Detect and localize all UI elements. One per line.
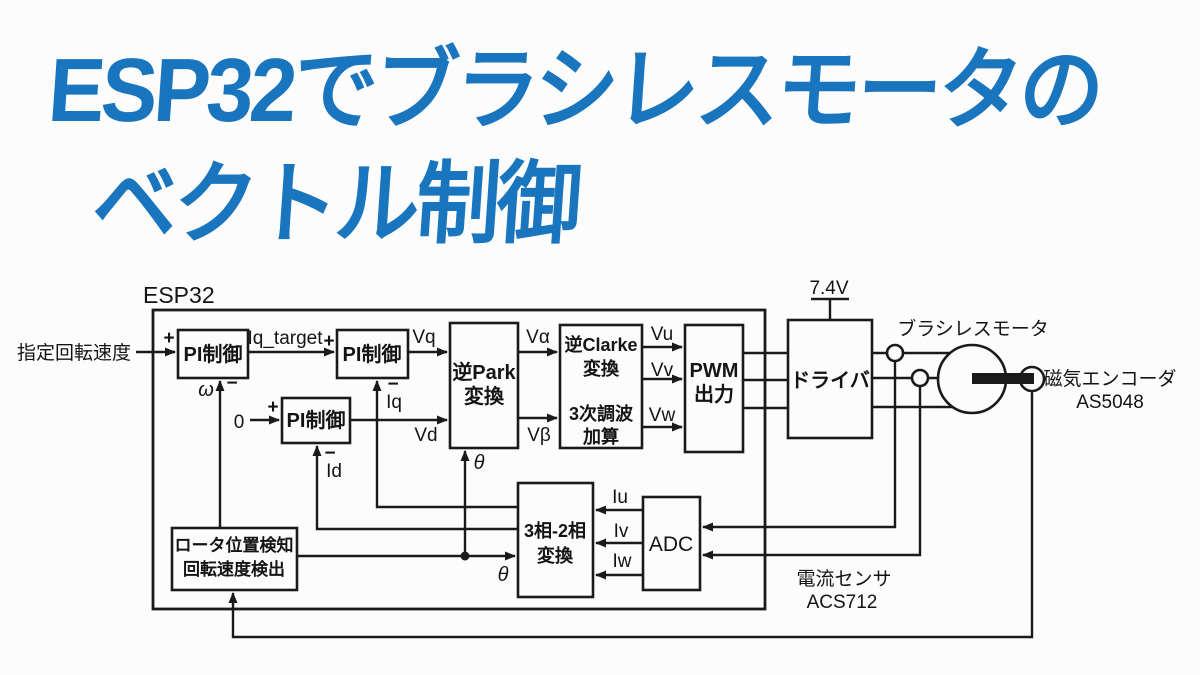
iv-label: Iv bbox=[614, 521, 629, 542]
magnetic-encoder-label: 磁気エンコーダ bbox=[1043, 368, 1176, 390]
vq-label: Vq bbox=[412, 327, 435, 348]
current-sensor-label: 電流センサ bbox=[796, 568, 891, 590]
vv-label: Vv bbox=[651, 360, 674, 381]
wire-iq-feedback bbox=[372, 380, 518, 509]
vw-label: Vw bbox=[649, 405, 676, 426]
adc-rect bbox=[641, 495, 702, 592]
pi-speed-rect bbox=[176, 328, 250, 380]
annotations: 7.4V ブラシレスモータ 磁気エンコーダ AS5048 電流センサ ACS71… bbox=[796, 278, 1176, 613]
block-three-to-two-phase: 3相-2相 変換 bbox=[516, 481, 595, 599]
inverse-park-label-2: 変換 bbox=[464, 384, 505, 408]
block-inverse-park: 逆Park 変換 bbox=[448, 321, 520, 450]
driver-label: ドライバ bbox=[790, 369, 870, 392]
plus-sign-id: + bbox=[267, 397, 278, 418]
iw-label: Iw bbox=[613, 551, 632, 572]
driver-rect bbox=[786, 318, 874, 440]
theta-label-transform: θ bbox=[498, 564, 509, 586]
inverse-clarke-label-1: 逆Clarke bbox=[564, 334, 637, 355]
inverse-park-rect bbox=[448, 321, 520, 450]
theta-label-park: θ bbox=[474, 452, 485, 474]
wire-id-feedback bbox=[312, 445, 518, 531]
three-to-two-phase-rect bbox=[516, 481, 595, 599]
inverse-clarke-rect bbox=[558, 323, 644, 450]
three-to-two-phase-label-1: 3相-2相 bbox=[524, 521, 586, 541]
theta-junction-dot bbox=[460, 551, 470, 561]
rotor-position-label-2: 回転速度検出 bbox=[183, 559, 285, 579]
block-adc: ADC bbox=[641, 495, 702, 592]
valpha-label: Vα bbox=[526, 327, 550, 348]
minus-sign-iq-fb: − bbox=[387, 374, 398, 395]
vu-label: Vu bbox=[651, 324, 674, 345]
zero-label: 0 bbox=[234, 412, 245, 433]
block-pi-speed: PI制御 bbox=[176, 328, 250, 380]
current-sensor-part-number-label: ACS712 bbox=[807, 592, 878, 613]
pi-id-rect bbox=[280, 396, 352, 445]
motor-shaft bbox=[972, 373, 1034, 384]
pwm-output-label-2: 出力 bbox=[694, 383, 734, 406]
block-pi-iq: PI制御 bbox=[335, 328, 410, 380]
esp32-boundary: ESP32 bbox=[143, 282, 767, 611]
plus-sign-speed: + bbox=[163, 328, 174, 349]
iu-label: Iu bbox=[612, 487, 628, 508]
inverse-clarke-label-4: 加算 bbox=[582, 426, 619, 447]
rotor-position-label-1: ロータ位置検知 bbox=[175, 535, 294, 555]
minus-sign-speed: − bbox=[226, 373, 237, 394]
pwm-output-label-1: PWM bbox=[690, 360, 739, 382]
adc-label: ADC bbox=[649, 533, 693, 556]
block-pwm-output: PWM 出力 bbox=[683, 323, 745, 454]
esp32-label: ESP32 bbox=[143, 282, 215, 308]
iq-feedback-label: Iq bbox=[386, 392, 402, 413]
vd-label: Vd bbox=[414, 425, 437, 446]
block-inverse-clarke: 逆Clarke 変換 3次調波 加算 bbox=[558, 323, 644, 450]
motor-and-sensors bbox=[885, 343, 1046, 415]
iq-target-label: Iq_target bbox=[248, 328, 324, 349]
current-sensor-u-symbol bbox=[885, 343, 905, 363]
pwm-output-rect bbox=[683, 323, 745, 454]
rotor-position-rect bbox=[170, 526, 299, 592]
pi-iq-rect bbox=[335, 328, 410, 380]
setpoint-label: 指定回転速度 bbox=[17, 342, 131, 364]
three-to-two-phase-label-2: 変換 bbox=[537, 545, 574, 566]
pi-iq-label: PI制御 bbox=[343, 342, 402, 366]
signal-labels: 指定回転速度 + Iq_target + Vq Vα Vu Vv Vw ω − … bbox=[17, 324, 675, 586]
pi-id-label: PI制御 bbox=[287, 408, 346, 432]
encoder-part-number-label: AS5048 bbox=[1076, 392, 1144, 413]
minus-sign-id-fb: − bbox=[324, 443, 335, 464]
esp32-boundary-rect bbox=[151, 308, 767, 611]
current-sensor-v-symbol bbox=[910, 368, 930, 388]
vbeta-label: Vβ bbox=[527, 425, 551, 446]
block-rotor-position: ロータ位置検知 回転速度検出 bbox=[170, 526, 299, 592]
wire-encoder-feedback bbox=[228, 391, 1034, 639]
inverse-park-label-1: 逆Park bbox=[452, 360, 516, 384]
brushless-motor-label: ブラシレスモータ bbox=[897, 317, 1049, 340]
inverse-clarke-label-3: 3次調波 bbox=[569, 403, 634, 424]
supply-voltage-label: 7.4V bbox=[809, 278, 848, 299]
inverse-clarke-label-2: 変換 bbox=[583, 358, 620, 379]
id-feedback-label: Id bbox=[326, 461, 342, 482]
block-driver: ドライバ bbox=[786, 318, 874, 440]
wire-current-sense-v bbox=[702, 386, 922, 560]
wire-current-sense-u bbox=[702, 361, 897, 532]
omega-label: ω bbox=[198, 379, 214, 401]
plus-sign-iq: + bbox=[323, 331, 334, 352]
block-pi-id: PI制御 bbox=[280, 396, 352, 445]
pi-speed-label: PI制御 bbox=[184, 342, 243, 366]
